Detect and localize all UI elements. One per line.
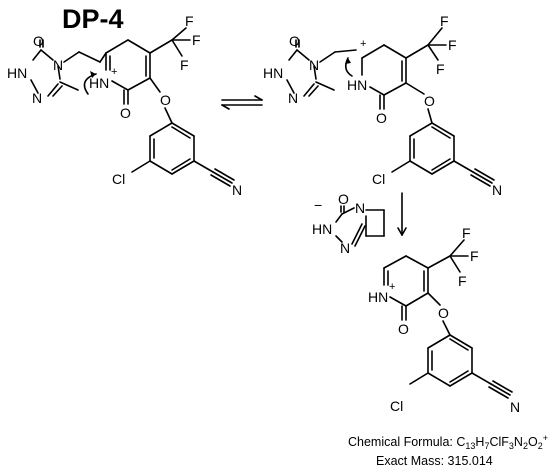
label-a-n1: N <box>53 57 63 73</box>
label-c-o-carbonyl: O <box>398 321 409 337</box>
benzene-ring-b <box>409 122 455 175</box>
benzene-ring-c <box>427 334 473 387</box>
label-c-o-ether: O <box>438 305 449 321</box>
exact-mass: Exact Mass: 315.014 <box>376 454 493 468</box>
title-dp4: DP-4 <box>62 4 124 34</box>
label-a-n-nitrile: N <box>232 182 242 198</box>
label-a-f3: F <box>180 57 189 73</box>
label-b-f1: F <box>440 13 449 29</box>
label-b-o-ether: O <box>424 93 435 109</box>
label-lg-o: O <box>338 191 349 207</box>
leaving-group: − O N HN N <box>312 191 385 256</box>
label-c-f3: F <box>458 273 467 289</box>
label-b-n1: N <box>309 57 319 73</box>
chemical-formula: Chemical Formula: C13H7ClF3N2O2+ <box>348 433 548 451</box>
label-b-n-nitrile: N <box>492 182 502 198</box>
label-a-o-triazolone: O <box>33 33 44 49</box>
label-b-f3: F <box>436 61 445 77</box>
label-b-cl: Cl <box>372 171 385 187</box>
label-b-o-triazolone: O <box>289 33 300 49</box>
label-b-hn: HN <box>263 65 283 81</box>
label-b-n2: N <box>288 90 298 106</box>
label-a-o-ether: O <box>160 92 171 108</box>
structure-a: O N HN N HN + O F F F <box>7 13 242 198</box>
reaction-arrow-down <box>397 192 407 236</box>
label-a-f1: F <box>185 13 194 29</box>
label-lg-n2: N <box>340 240 350 256</box>
structure-b: O N HN N + HN O F F F O <box>263 13 502 198</box>
label-a-cl: Cl <box>112 171 125 187</box>
label-a-hn-plus: HN <box>89 75 109 91</box>
label-lg-hn: HN <box>312 221 332 237</box>
label-c-hn: HN <box>368 289 388 305</box>
triazolone-ring-a <box>30 39 80 97</box>
label-c-f1: F <box>462 225 471 241</box>
benzene-ring-a <box>149 122 195 175</box>
label-b-f2: F <box>448 37 457 53</box>
label-a-plus: + <box>111 66 117 78</box>
label-a-n2: N <box>32 90 42 106</box>
label-a-f2: F <box>192 32 201 48</box>
label-a-hn: HN <box>7 65 27 81</box>
label-lg-minus: − <box>314 197 322 213</box>
label-b-o-carbonyl: O <box>376 110 387 126</box>
label-a-o-carbonyl: O <box>120 105 131 121</box>
label-c-plus: + <box>389 281 395 293</box>
pyridinone-ring-c <box>383 255 429 321</box>
label-lg-n: N <box>355 200 365 216</box>
label-b-plus: + <box>360 38 366 50</box>
label-c-cl: Cl <box>390 398 403 414</box>
label-c-n-nitrile: N <box>510 399 520 415</box>
pyridinone-ring-b <box>361 44 407 110</box>
triazolone-ring-b <box>286 39 336 97</box>
structure-c: HN + O F F F O Cl N <box>368 225 520 415</box>
label-b-hn-ring: HN <box>347 77 367 93</box>
equilibrium-arrows <box>221 95 263 110</box>
pyridinone-ring-a <box>105 39 151 105</box>
label-c-f2: F <box>470 248 479 264</box>
